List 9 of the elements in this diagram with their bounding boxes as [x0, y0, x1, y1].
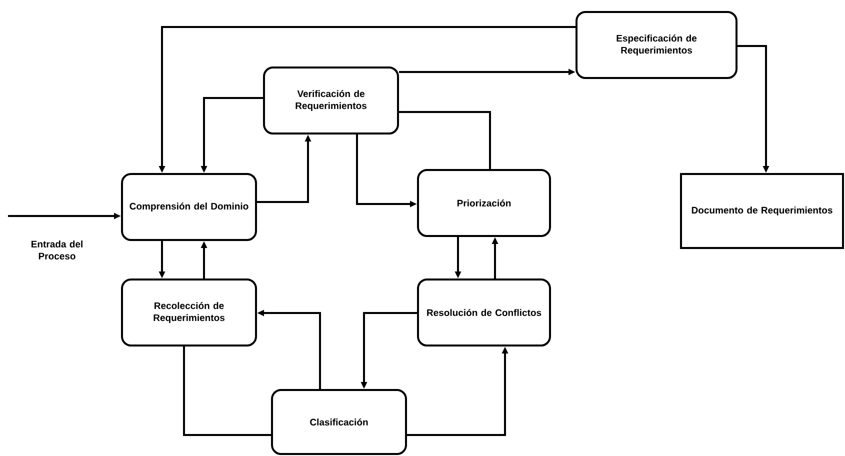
process-box: Verificación de Requerimientos: [263, 66, 399, 134]
process-box: Especificación de Requerimientos: [576, 11, 738, 79]
process-box: Priorización: [417, 169, 551, 237]
process-box: Comprensión del Dominio: [121, 173, 257, 241]
edge-label: Entrada del Proceso: [32, 240, 82, 260]
process-box: Clasificación: [271, 389, 407, 455]
document-box: Documento de Requerimientos: [680, 173, 844, 249]
process-box: Resolución de Conflictos: [417, 278, 551, 346]
process-box: Recolección de Requerimientos: [121, 278, 257, 346]
